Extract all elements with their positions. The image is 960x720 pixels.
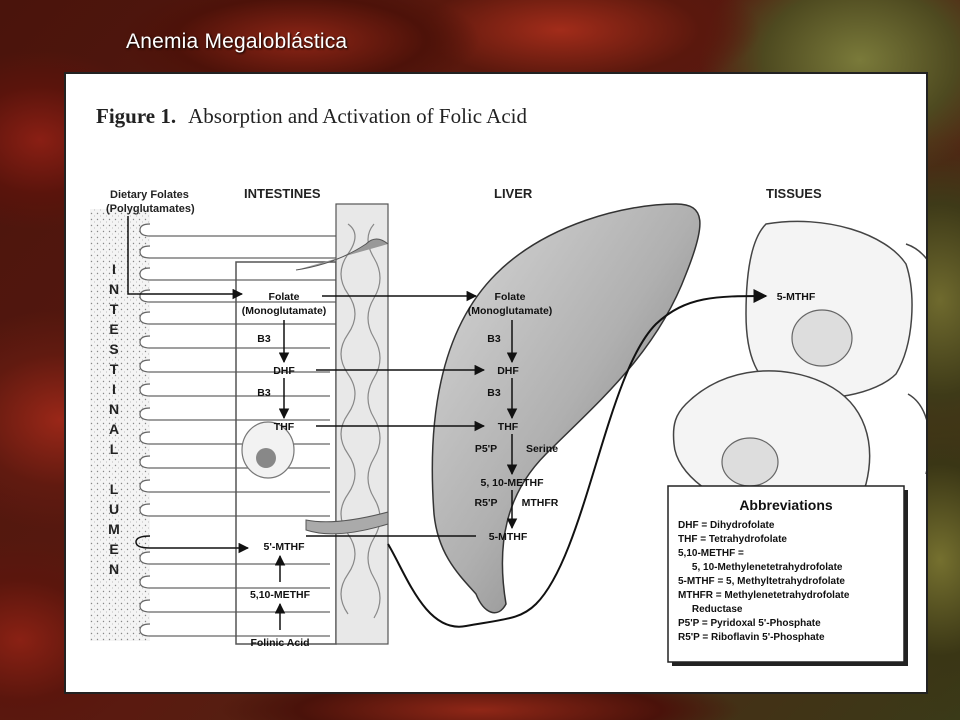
svg-text:N: N bbox=[109, 401, 119, 417]
abbr-line: R5'P = Riboflavin 5'-Phosphate bbox=[678, 632, 825, 643]
liver-serine: Serine bbox=[526, 443, 558, 455]
int-b3-b: B3 bbox=[257, 387, 271, 399]
svg-text:N: N bbox=[109, 561, 119, 577]
liver-b3-b: B3 bbox=[487, 387, 501, 399]
intestine-arrows bbox=[274, 320, 290, 630]
abbr-line: 5-MTHF = 5, Methyltetrahydrofolate bbox=[678, 576, 845, 587]
enterocyte-nucleolus bbox=[256, 448, 276, 468]
figure-panel: Figure 1. Absorption and Activation of Fo… bbox=[64, 72, 928, 694]
lumen-label: I N T E S T I N A L L U M E N bbox=[108, 261, 120, 577]
section-intestines: INTESTINES bbox=[244, 186, 321, 201]
svg-text:M: M bbox=[108, 521, 120, 537]
dietary-label-1: Dietary Folates bbox=[110, 189, 189, 201]
figure-caption: Absorption and Activation of Folic Acid bbox=[188, 104, 527, 128]
svg-text:S: S bbox=[109, 341, 118, 357]
svg-text:L: L bbox=[110, 481, 119, 497]
lumen-region bbox=[90, 209, 150, 641]
abbreviations-box: Abbreviations DHF = Dihydrofolate THF = … bbox=[667, 485, 908, 666]
abbr-line: 5,10-METHF = bbox=[678, 548, 744, 559]
slide-title: Anemia Megaloblástica bbox=[126, 30, 348, 53]
liver-b3-a: B3 bbox=[487, 333, 501, 345]
tissue-nucleus-2 bbox=[721, 437, 779, 487]
liver-p5p: P5'P bbox=[475, 443, 497, 455]
blood-vessel-column bbox=[295, 203, 389, 645]
svg-text:T: T bbox=[110, 301, 119, 317]
tissue-5-mthf: 5-MTHF bbox=[777, 291, 816, 303]
int-folinic-acid: Folinic Acid bbox=[250, 637, 309, 649]
liver-mthfr: MTHFR bbox=[522, 497, 559, 509]
int-5-mthf: 5'-MTHF bbox=[264, 541, 306, 553]
intestinal-villi bbox=[139, 223, 340, 637]
liver-thf: THF bbox=[498, 421, 519, 433]
liver-r5p: R5'P bbox=[475, 497, 498, 509]
abbr-line: P5'P = Pyridoxal 5'-Phosphate bbox=[678, 618, 821, 629]
int-510-methf: 5,10-METHF bbox=[250, 589, 311, 601]
liver-5-mthf: 5-MTHF bbox=[489, 531, 528, 543]
dietary-arrow bbox=[127, 216, 244, 300]
liver-shape bbox=[431, 203, 701, 614]
abbr-line: MTHFR = Methylenetetrahydrofolate bbox=[678, 590, 850, 601]
svg-text:N: N bbox=[109, 281, 119, 297]
int-dhf: DHF bbox=[273, 365, 295, 377]
tissue-nucleus-1 bbox=[791, 309, 853, 367]
int-folate: Folate bbox=[269, 291, 300, 303]
liver-monoglutamate: (Monoglutamate) bbox=[468, 305, 553, 317]
abbr-line: DHF = Dihydrofolate bbox=[678, 520, 775, 531]
svg-text:L: L bbox=[110, 441, 119, 457]
svg-text:T: T bbox=[110, 361, 119, 377]
abbr-line: Reductase bbox=[678, 604, 743, 615]
svg-text:U: U bbox=[109, 501, 119, 517]
abbreviations-heading: Abbreviations bbox=[739, 497, 833, 513]
figure-title: Figure 1. Absorption and Activation of Fo… bbox=[96, 104, 527, 129]
cross-arrows bbox=[316, 290, 486, 432]
svg-text:I: I bbox=[112, 261, 116, 277]
circulation-arrow bbox=[387, 289, 768, 628]
svg-text:A: A bbox=[109, 421, 119, 437]
abbr-line: THF = Tetrahydrofolate bbox=[678, 534, 787, 545]
int-thf: THF bbox=[274, 421, 295, 433]
svg-text:E: E bbox=[109, 321, 118, 337]
liver-dhf: DHF bbox=[497, 365, 519, 377]
int-b3-a: B3 bbox=[257, 333, 271, 345]
abbr-line: 5, 10-Methylenetetrahydrofolate bbox=[678, 562, 843, 573]
svg-text:E: E bbox=[109, 541, 118, 557]
svg-text:I: I bbox=[112, 381, 116, 397]
lumen-mthf-arrow bbox=[135, 535, 250, 554]
liver-510-methf: 5, 10-METHF bbox=[480, 477, 544, 489]
section-tissues: TISSUES bbox=[766, 186, 822, 201]
tissue-cells bbox=[672, 220, 926, 519]
diagram-svg: INTESTINES LIVER TISSUES Dietary Folates… bbox=[90, 186, 926, 666]
int-monoglutamate: (Monoglutamate) bbox=[242, 305, 327, 317]
figure-label: Figure 1. bbox=[96, 104, 177, 128]
section-liver: LIVER bbox=[494, 186, 533, 201]
dietary-label-2: (Polyglutamates) bbox=[106, 203, 195, 215]
liver-folate: Folate bbox=[495, 291, 526, 303]
